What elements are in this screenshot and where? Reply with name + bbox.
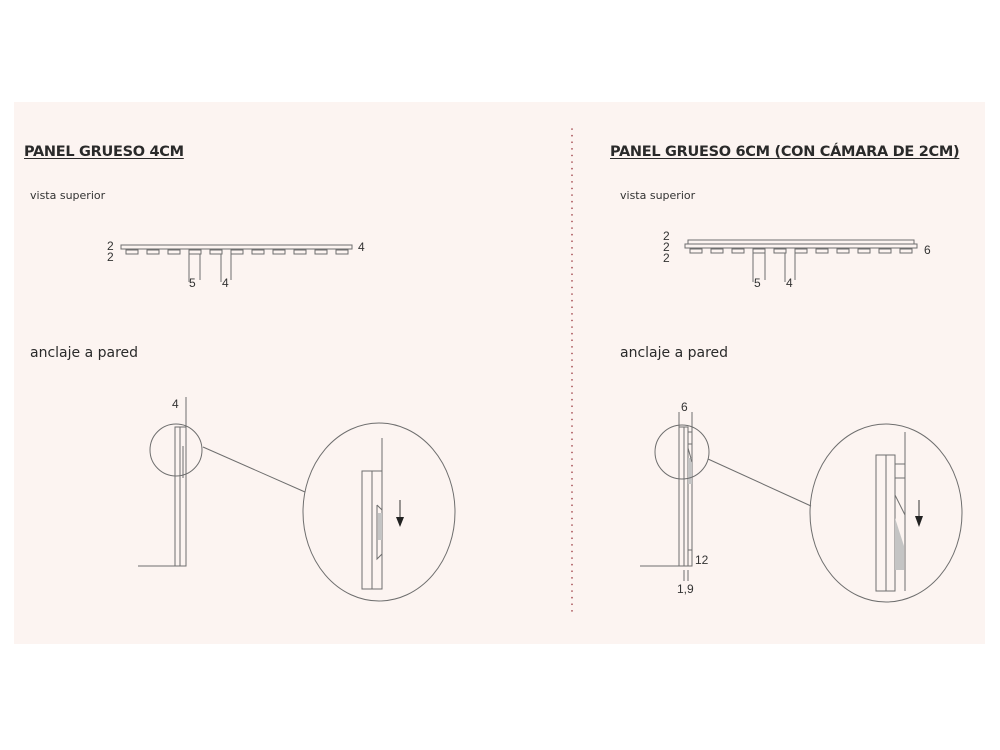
right-panel-title: PANEL GRUESO 6CM (CON CÁMARA DE 2CM) xyxy=(610,144,960,160)
right-dim-bottom-offset: 1,9 xyxy=(677,582,694,596)
right-down-arrow-icon xyxy=(915,516,923,527)
right-top-view xyxy=(684,239,918,282)
left-slats xyxy=(125,249,349,255)
left-detail-callout-large xyxy=(302,422,456,602)
right-wall-section-label: anclaje a pared xyxy=(620,345,729,361)
left-dim-gap: 4 xyxy=(222,276,229,290)
right-dim-thickness: 6 xyxy=(681,400,688,414)
left-wall-anchor xyxy=(138,397,456,602)
right-dim-stack-3: 2 xyxy=(663,251,670,265)
left-wall-section-label: anclaje a pared xyxy=(30,345,139,361)
left-top-view xyxy=(120,244,353,282)
left-panel-title: PANEL GRUESO 4CM xyxy=(24,144,184,160)
left-top-view-label: vista superior xyxy=(30,189,106,202)
right-wall-anchor xyxy=(640,412,963,603)
right-dim-slat-width: 5 xyxy=(754,276,761,290)
left-dim-stack-1: 2 xyxy=(107,239,114,253)
right-detail-callout-small xyxy=(654,424,710,480)
left-detail-callout-small xyxy=(149,423,203,477)
left-down-arrow-icon xyxy=(396,517,404,527)
right-leader-line xyxy=(707,458,812,507)
left-base-board xyxy=(120,244,353,250)
right-dim-bottom-block: 12 xyxy=(695,553,709,567)
right-slats xyxy=(689,248,913,254)
right-dim-total: 6 xyxy=(924,243,931,257)
right-dim-stack-1: 2 xyxy=(663,229,670,243)
left-dim-stack-2: 2 xyxy=(107,250,114,264)
right-dim-gap: 4 xyxy=(786,276,793,290)
right-dim-stack-2: 2 xyxy=(663,240,670,254)
right-top-view-label: vista superior xyxy=(620,189,696,202)
right-front-board xyxy=(687,239,915,245)
right-base-board xyxy=(684,243,918,249)
left-dim-slat-width: 5 xyxy=(189,276,196,290)
left-dim-thickness: 4 xyxy=(172,397,179,411)
drawing-sheet xyxy=(14,102,985,644)
right-detail-callout-large xyxy=(809,423,963,603)
left-leader-line xyxy=(202,446,306,493)
left-dim-total: 4 xyxy=(358,240,365,254)
